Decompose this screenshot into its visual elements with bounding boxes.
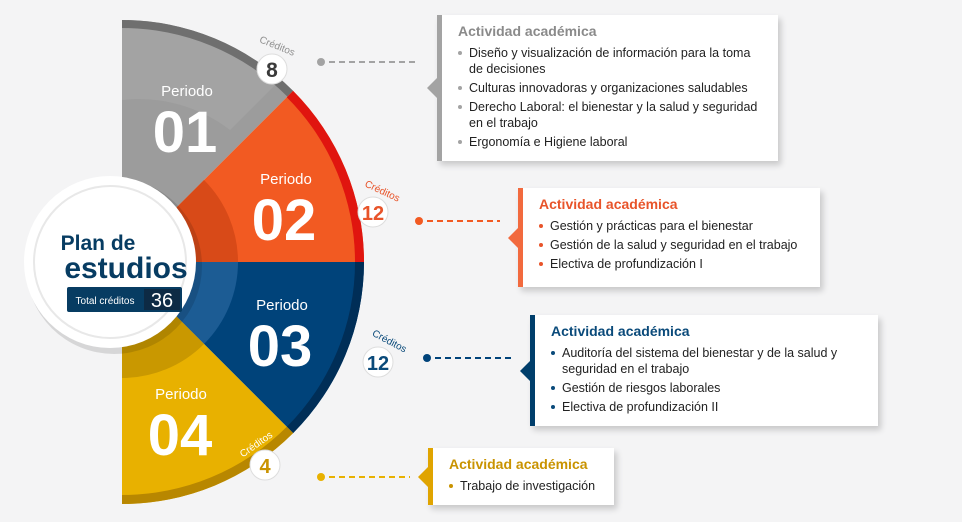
- credits-value-01: 8: [266, 59, 278, 82]
- card-periodo-01: Actividad académica Diseño y visualizaci…: [427, 15, 778, 161]
- periodo-01-number: 01: [153, 100, 218, 165]
- center-title-line2: estudios: [64, 252, 187, 285]
- list-item: Diseño y visualización de información pa…: [458, 45, 764, 77]
- list-item: Electiva de profundización II: [551, 399, 864, 415]
- segment-periodo-03-rim: [286, 262, 364, 434]
- card-title-03: Actividad académica: [551, 323, 690, 339]
- periodo-01-label: Periodo: [161, 83, 213, 100]
- card-periodo-04: Actividad académica Trabajo de investiga…: [418, 448, 614, 505]
- credits-value-02: 12: [362, 203, 384, 225]
- list-item: Electiva de profundización I: [539, 256, 806, 272]
- card-periodo-02: Actividad académica Gestión y prácticas …: [508, 188, 820, 287]
- periodo-04-number: 04: [148, 403, 213, 468]
- list-item: Ergonomía e Higiene laboral: [458, 134, 764, 150]
- periodo-02-number: 02: [252, 188, 317, 253]
- total-credits-value-box: [144, 289, 180, 310]
- list-item: Auditoría del sistema del bienestar y de…: [551, 345, 864, 377]
- list-item: Gestión de la salud y seguridad en el tr…: [539, 237, 806, 253]
- credits-value-03: 12: [367, 353, 389, 375]
- credits-badge-03: [362, 346, 394, 378]
- credits-badge-04: [249, 449, 281, 481]
- card-title-02: Actividad académica: [539, 196, 678, 212]
- connector-dot-02: [415, 217, 423, 225]
- list-item: Gestión y prácticas para el bienestar: [539, 218, 806, 234]
- periodo-03-label: Periodo: [256, 297, 308, 314]
- segment-periodo-04-rim: [122, 426, 294, 504]
- list-item: Culturas innovadoras y organizaciones sa…: [458, 80, 764, 96]
- periodo-02-label: Periodo: [260, 171, 312, 188]
- list-item: Trabajo de investigación: [449, 478, 600, 494]
- segment-periodo-02-rim: [286, 90, 364, 263]
- card-title-01: Actividad académica: [458, 23, 597, 39]
- credits-badge-01: [256, 53, 288, 85]
- center-circle-ring: [33, 185, 187, 339]
- connector-dot-01: [317, 58, 325, 66]
- card-title-04: Actividad académica: [449, 456, 588, 472]
- periodo-03-number: 03: [248, 314, 313, 379]
- course-list-01: Diseño y visualización de información pa…: [458, 45, 764, 150]
- card-periodo-03: Actividad académica Auditoría del sistem…: [520, 315, 878, 426]
- list-item: Gestión de riesgos laborales: [551, 380, 864, 396]
- course-list-04: Trabajo de investigación: [449, 478, 600, 494]
- total-credits-value: 36: [151, 290, 173, 312]
- list-item: Derecho Laboral: el bienestar y la salud…: [458, 99, 764, 131]
- periodo-04-label: Periodo: [155, 386, 207, 403]
- segment-periodo-01-rim: [122, 20, 294, 97]
- course-list-02: Gestión y prácticas para el bienestar Ge…: [539, 218, 806, 272]
- center-title-line1: Plan de: [61, 232, 136, 255]
- connector-dot-04: [317, 473, 325, 481]
- credits-value-04: 4: [259, 456, 271, 478]
- course-list-03: Auditoría del sistema del bienestar y de…: [551, 345, 864, 415]
- segment-periodo-01-top: [122, 20, 280, 262]
- total-credits-label: Total créditos: [76, 296, 135, 307]
- connector-dot-03: [423, 354, 431, 362]
- credits-badge-02: [357, 196, 389, 228]
